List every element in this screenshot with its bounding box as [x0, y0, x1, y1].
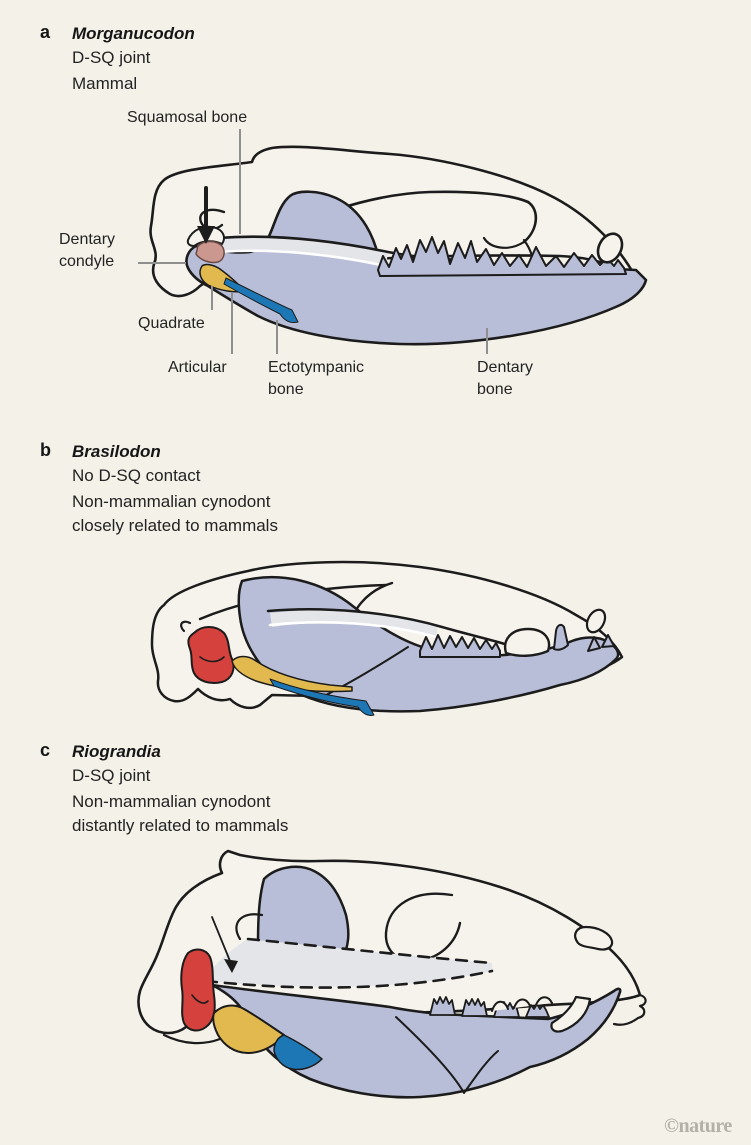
leader-dentary-condyle: [138, 262, 186, 264]
panel-b-letter: b: [40, 440, 51, 460]
leader-ectotympanic: [276, 320, 278, 354]
leader-dentary: [486, 328, 488, 354]
leader-articular: [231, 292, 233, 354]
label-dentary-condyle: Dentary condyle: [59, 231, 116, 270]
nature-credit: ©nature: [664, 1115, 732, 1137]
skull-b-band-top-line: [266, 608, 510, 647]
skull-a-naris: [596, 232, 624, 264]
leader-quadrate: [211, 286, 213, 310]
panel-a-header: Morganucodon D-SQ joint Mammal: [72, 22, 195, 96]
skull-b-canine: [553, 623, 569, 651]
skull-c-orbit: [384, 892, 462, 963]
skull-c-nose-notches: [612, 993, 647, 1026]
skull-b-articular: [187, 626, 235, 684]
skull-a-squamosal-band: [218, 236, 388, 266]
skull-a-ectotympanic: [223, 277, 299, 323]
skull-c-quadrate: [212, 1004, 285, 1054]
skull-a-band-bottom-highlight: [218, 249, 388, 268]
skull-c-dashed-line-upper: [246, 937, 494, 965]
panel-a-letter: a: [40, 22, 51, 42]
skull-b-naris: [585, 608, 607, 634]
label-squamosal-bone: Squamosal bone: [127, 109, 248, 126]
panel-c-taxon-line2: distantly related to mammals: [72, 816, 289, 835]
panel-b-taxon-line1: Non-mammalian cynodont: [72, 492, 271, 511]
panel-a-taxon: Mammal: [72, 74, 138, 93]
skull-c-teeth-molar-2: [461, 998, 488, 1017]
panel-b-joint-status: No D-SQ contact: [72, 466, 201, 485]
skull-c-articular-inner-line: [191, 994, 209, 1004]
skull-c-articular: [180, 948, 216, 1032]
panel-c-header: Riograndia D-SQ joint Non-mammalian cyno…: [72, 740, 288, 838]
panel-c-joint-status: D-SQ joint: [72, 766, 151, 785]
label-ectotympanic-bone: Ectotympanic bone: [268, 359, 365, 398]
skull-b-incisor-1: [587, 636, 601, 652]
skull-c-coronoid-blade: [256, 865, 350, 963]
skull-b-articular-inner-line: [199, 656, 225, 663]
skull-c-teeth-molar-1: [429, 996, 456, 1016]
skull-c-teeth-molar-4: [525, 1003, 550, 1018]
panel-a-joint-status: D-SQ joint: [72, 48, 151, 67]
skull-c-riograndia: [137, 849, 647, 1099]
skull-b-ear-curl: [180, 620, 192, 633]
skull-c-dentary-jaw: [210, 983, 622, 1099]
skull-a-dentary-condyle: [195, 240, 225, 264]
panel-a-species: Morganucodon: [72, 24, 195, 43]
skull-c-dashed-line-lower: [204, 969, 494, 989]
skull-c-ectotympanic: [273, 1034, 323, 1071]
skull-b-maxilla-lobe: [503, 627, 551, 657]
leader-squamosal: [239, 129, 241, 234]
skull-c-squamosal-band: [206, 939, 492, 987]
panel-c-taxon-line1: Non-mammalian cynodont: [72, 792, 271, 811]
skull-c-upper-premolars: [491, 996, 553, 1012]
skull-b-ectotympanic: [269, 678, 375, 716]
skull-b-teeth: [419, 634, 501, 658]
panel-b-species: Brasilodon: [72, 442, 161, 461]
skull-c-dsq-arrowhead: [224, 959, 238, 973]
skull-a-orbit-hook: [522, 200, 538, 244]
panel-c-species: Riograndia: [72, 742, 161, 761]
panel-b-header: Brasilodon No D-SQ contact Non-mammalian…: [72, 440, 278, 538]
panel-b-taxon-line2: closely related to mammals: [72, 516, 278, 535]
skull-c-jaw-inner-line: [395, 1016, 499, 1094]
skull-a-orbit-inner: [482, 236, 526, 249]
skull-c-ear-curl: [235, 913, 264, 941]
skull-a-dsq-arrowhead: [197, 226, 215, 244]
skull-b-incisor-2: [601, 634, 615, 648]
skull-b-quadrate: [231, 655, 353, 693]
skull-c-naris: [574, 925, 614, 951]
skull-b-band-bottom-highlight: [268, 621, 438, 639]
skull-c-dsq-arrow: [211, 916, 231, 962]
panel-c-letter: c: [40, 740, 51, 760]
skull-b-brasilodon: [150, 560, 624, 716]
label-articular: Articular: [168, 359, 227, 376]
skull-a-morganucodon: [149, 145, 648, 346]
label-dentary-bone: Dentary bone: [477, 359, 534, 398]
label-quadrate: Quadrate: [138, 315, 205, 332]
skull-c-upper-canine: [550, 995, 592, 1033]
